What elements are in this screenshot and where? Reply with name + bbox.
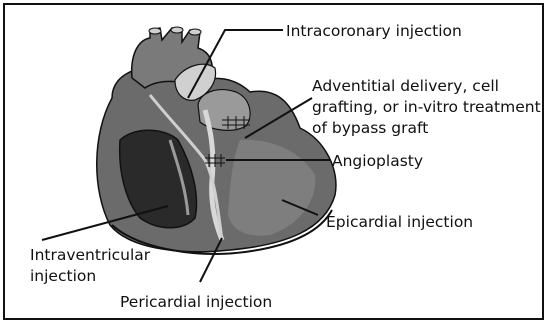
vessel-opening-2 [171,27,183,33]
label-intracoronary-injection: Intracoronary injection [286,21,462,41]
vessel-opening-3 [189,29,201,35]
label-pericardial-injection: Pericardial injection [120,292,272,312]
label-intraventricular-injection: Intraventricular injection [30,245,150,287]
vessel-opening-1 [149,28,161,34]
label-epicardial-injection: Epicardial injection [326,212,473,232]
label-angioplasty: Angioplasty [332,151,423,171]
label-adventitial-delivery: Adventitial delivery, cell grafting, or … [312,76,541,139]
